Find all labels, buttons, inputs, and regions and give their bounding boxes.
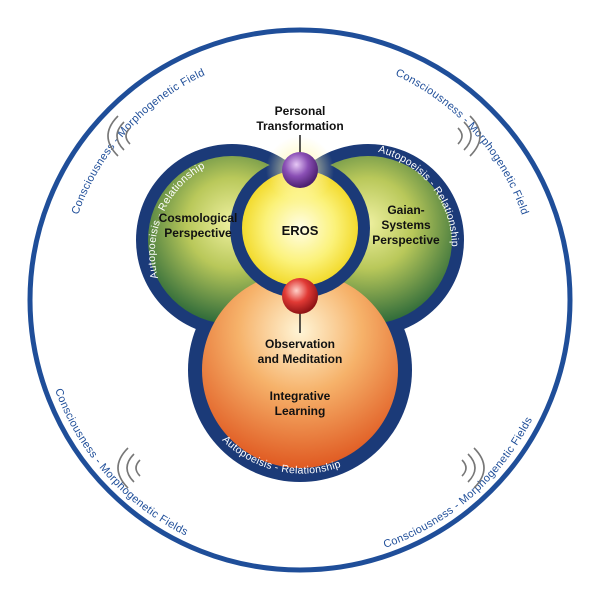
wave-icon-top-right [457, 115, 481, 157]
personal-transformation-label-line1: Personal [275, 104, 326, 118]
gaian-label-line1: Gaian- [387, 203, 424, 217]
wave-icon-bottom-left [117, 447, 141, 489]
personal-transformation-node [282, 152, 318, 188]
cosmological-label-line2: Perspective [164, 226, 232, 240]
cosmological-label-line1: Cosmological [159, 211, 238, 225]
ring-label-bottom-right: Consciousness - Morphogenetic Fields [382, 415, 535, 551]
eros-circle [242, 170, 358, 286]
eros-label: EROS [282, 223, 319, 238]
observation-label-line2: and Meditation [258, 352, 343, 366]
integrative-learning-label-line1: Integrative [270, 389, 331, 403]
wave-icon-top-left [107, 115, 131, 157]
gaian-label-line2: Systems [381, 218, 431, 232]
wave-icon-bottom-right [461, 447, 485, 489]
gaian-label-line3: Perspective [372, 233, 440, 247]
integrative-learning-label-line2: Learning [275, 404, 326, 418]
outer-ring [27, 27, 573, 573]
integrative-learning-circle [202, 272, 398, 468]
observation-node [282, 278, 318, 314]
observation-label-line1: Observation [265, 337, 335, 351]
ring-label-bottom-left: Consciousness - Morphogenetic Fields [52, 387, 190, 539]
personal-transformation-label-line2: Transformation [256, 119, 343, 133]
